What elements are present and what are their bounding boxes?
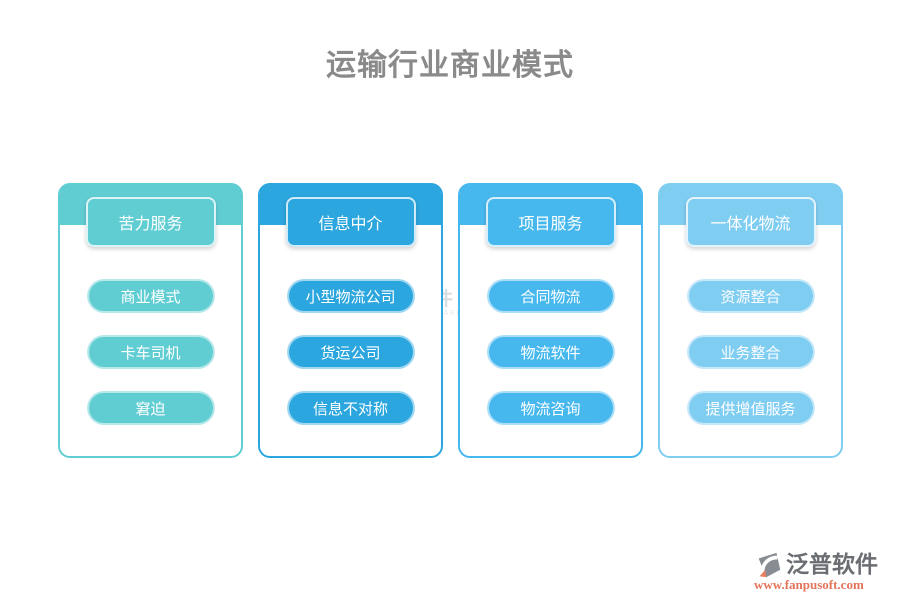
card-item: 资源整合 [686,279,815,313]
card-integrated-logistics: 一体化物流 资源整合 业务整合 提供增值服务 [658,183,843,458]
card-header: 苦力服务 [85,197,216,247]
brand-url: www.fanpusoft.com [754,577,864,592]
card-header: 信息中介 [285,197,416,247]
card-item: 提供增值服务 [686,391,815,425]
brand-name: 泛普软件 [786,552,878,577]
fanpu-logo-icon [758,552,781,578]
footer-brand: 泛普软件 www.fanpusoft.com [754,550,894,592]
card-item: 业务整合 [686,335,815,369]
card-item: 商业模式 [86,279,215,313]
card-item: 合同物流 [486,279,615,313]
card-header-label: 项目服务 [518,216,583,233]
page-title: 运输行业商业模式 [326,49,574,82]
card-item: 小型物流公司 [286,279,415,313]
card-project-service: 项目服务 合同物流 物流软件 物流咨询 [458,183,643,458]
card-item: 信息不对称 [286,391,415,425]
card-item: 货运公司 [286,335,415,369]
card-header: 项目服务 [485,197,616,247]
card-item: 物流软件 [486,335,615,369]
card-header-label: 苦力服务 [118,216,183,233]
card-header-label: 一体化物流 [710,216,791,233]
card-item: 窘迫 [86,391,215,425]
card-header-label: 信息中介 [318,216,383,233]
card-header: 一体化物流 [685,197,816,247]
card-kuli-service: 苦力服务 商业模式 卡车司机 窘迫 [58,183,243,458]
card-item: 物流咨询 [486,391,615,425]
card-item: 卡车司机 [86,335,215,369]
card-info-broker: 信息中介 小型物流公司 货运公司 信息不对称 [258,183,443,458]
